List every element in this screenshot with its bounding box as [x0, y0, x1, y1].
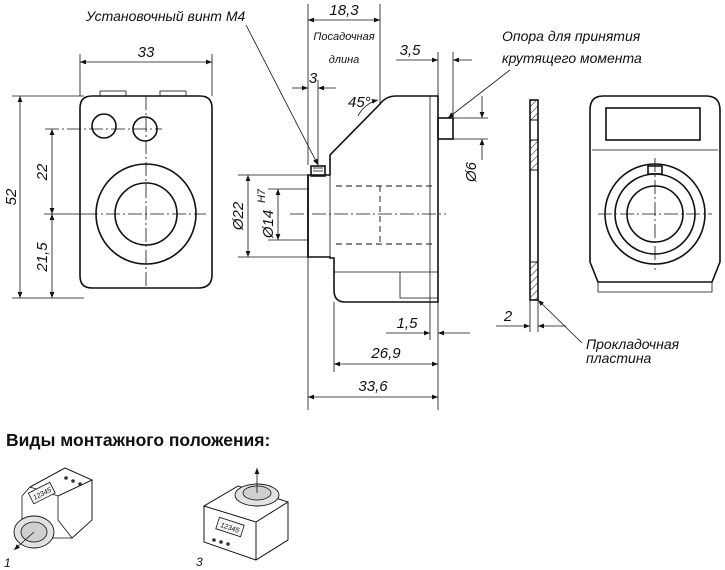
dim-body-depth: 26,9	[370, 345, 401, 362]
mount-number: 3	[196, 555, 203, 569]
front-view-top-tab	[159, 90, 187, 97]
torque-support-label-1: Опора для принятия	[502, 28, 641, 44]
fit-length-label-2: длина	[329, 54, 360, 66]
dim-total-depth: 33,6	[358, 378, 388, 395]
mount-indicator-dot	[64, 476, 68, 480]
spacer-plate-section	[529, 99, 539, 121]
spacer-leader	[537, 299, 583, 344]
set-screw-label: Установочный винт М4	[85, 8, 246, 24]
mount-device-side	[57, 479, 93, 539]
dim-angle: 45°	[348, 94, 371, 111]
mount-display-window	[215, 516, 245, 538]
side-view-body	[307, 95, 439, 303]
fit-length-label-1: Посадочная	[313, 31, 374, 43]
dim-lower-offset: 21,5	[34, 242, 51, 273]
mount-device-side	[255, 501, 289, 561]
dim-bore-inner: Ø14	[260, 210, 277, 239]
dim-support-dia: Ø6	[463, 161, 480, 183]
mount-device-front	[203, 505, 257, 561]
side-view: 18,3 Посадочная длина 3 45° 3,5 Ø6 Ø22 Ø…	[230, 2, 488, 410]
spacer-label-2: пластина	[586, 350, 652, 366]
angle-arc	[357, 99, 379, 117]
mounting-view-3: 12345 3	[196, 468, 289, 569]
spacer-plate: 2	[496, 99, 566, 332]
front-view: 33 52 22 21,5	[3, 44, 213, 299]
dim-screw-pos: 3	[309, 70, 318, 87]
torque-support-leader	[447, 69, 511, 119]
dim-bore-outer: Ø22	[230, 201, 247, 231]
dim-step: 1,5	[397, 315, 419, 332]
rear-view-base	[597, 282, 713, 293]
dim-height: 52	[3, 188, 20, 205]
dim-spacer-thickness: 2	[503, 308, 513, 325]
dim-width: 33	[138, 44, 155, 61]
set-screw-leader	[245, 24, 319, 166]
mounting-heading: Виды монтажного положения:	[6, 430, 271, 450]
torque-support-pin	[437, 117, 454, 140]
mount-indicator-dot	[226, 542, 230, 546]
callouts: Установочный винт М4 Опора для принятия …	[85, 8, 680, 366]
spacer-plate-section	[529, 261, 539, 301]
spacer-plate-section	[529, 139, 539, 171]
rear-view	[589, 95, 721, 293]
mount-number: 1	[4, 556, 11, 570]
rear-view-display-window	[605, 107, 701, 141]
torque-support-label-2: крутящего момента	[502, 50, 642, 66]
mount-indicator-dot	[78, 482, 82, 486]
set-screw	[310, 165, 326, 177]
mount-display-window	[27, 481, 56, 505]
spacer-label-1: Прокладочная	[586, 336, 680, 352]
mounting-view-1: 12345 1	[4, 467, 93, 570]
mount-indicator-dot	[71, 479, 75, 483]
mount-axis-arrow	[13, 531, 35, 551]
front-view-body	[79, 95, 213, 289]
side-view-edge	[399, 272, 438, 299]
front-view-top-tab	[99, 90, 127, 97]
mount-indicator-dot	[212, 538, 216, 542]
dim-fit-length: 18,3	[329, 2, 359, 19]
dim-upper-offset: 22	[34, 163, 51, 181]
mount-indicator-dot	[219, 540, 223, 544]
front-view-hole	[91, 113, 117, 139]
dim-bore-tolerance: H7	[256, 188, 268, 203]
dim-support-width: 3,5	[400, 42, 422, 59]
